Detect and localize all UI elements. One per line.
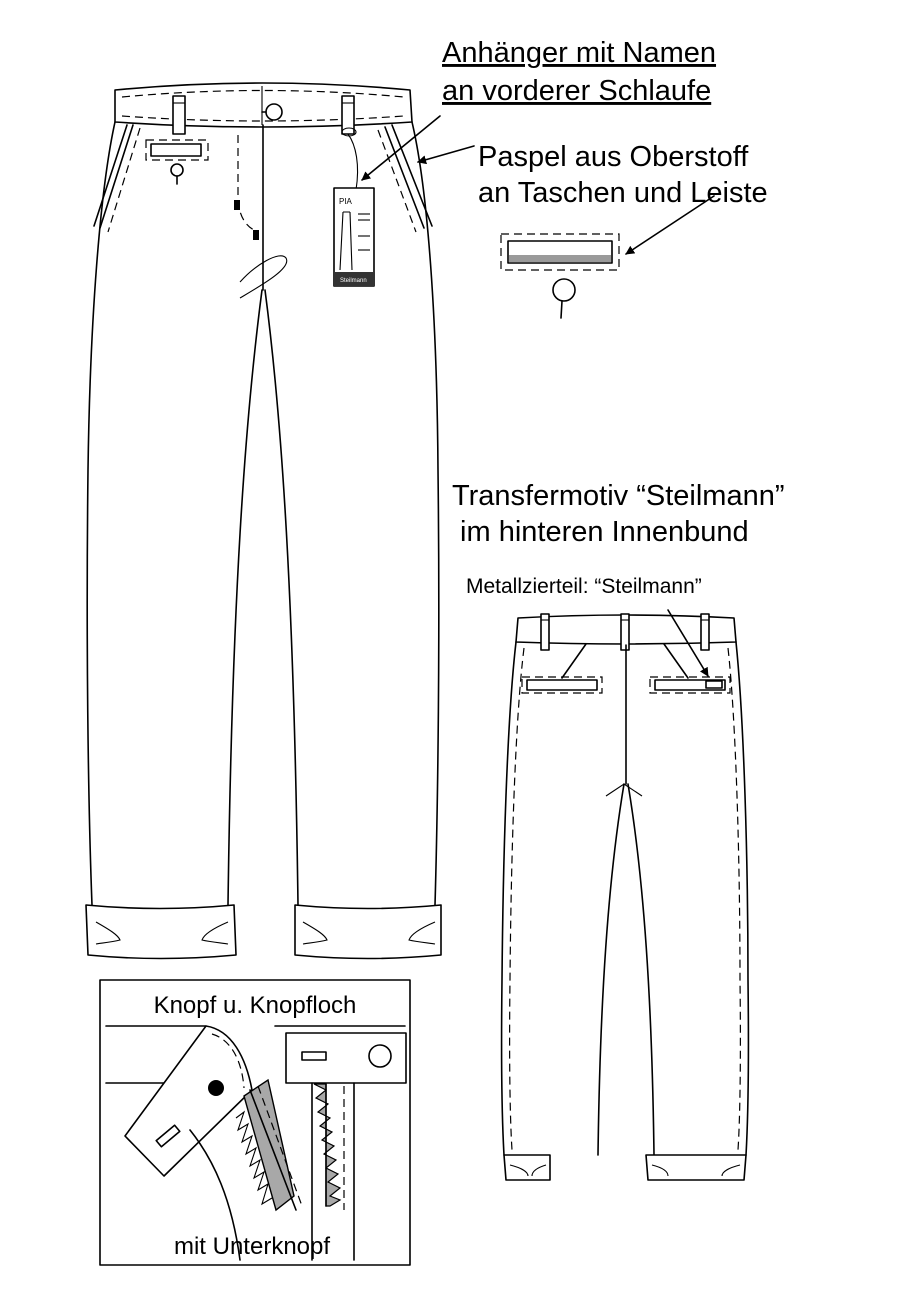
button-band-hole — [301, 1051, 327, 1061]
vertical-zipper — [313, 1083, 342, 1207]
back-outseam-left — [500, 641, 517, 1156]
piping-pointer-arrow — [417, 145, 475, 165]
piping-detail — [500, 233, 620, 319]
metal-ornament — [705, 680, 723, 689]
front-outseam-right — [411, 121, 440, 906]
front-waistband — [114, 82, 413, 128]
waistband-button — [265, 103, 283, 121]
detail-box-caption: mit Unterknopf — [174, 1233, 330, 1260]
front-inseam-right — [264, 289, 299, 906]
waistband-extension — [124, 1025, 253, 1177]
tag-label-line2: an vorderer Schlaufe — [442, 75, 711, 107]
front-coin-pocket — [150, 143, 202, 157]
front-belt-loop-left — [172, 95, 186, 135]
back-pocket-left — [526, 679, 598, 691]
name-hang-tag: PIA Steilmann — [333, 187, 375, 287]
transfer-label-line1: Transfermotiv “Steilmann” — [452, 480, 785, 512]
metal-pointer-arrow — [667, 609, 709, 677]
transfer-label-line2: im hinteren Innenbund — [452, 516, 749, 548]
detail-box-title: Knopf u. Knopfloch — [154, 992, 357, 1019]
piping-label-line1: Paspel aus Oberstoff — [478, 141, 749, 173]
front-cuff-left — [85, 904, 237, 960]
back-outseam-right — [735, 641, 750, 1156]
button-detail-box: Knopf u. Knopfloch mit Unterknopf — [99, 979, 411, 1266]
under-button — [208, 1080, 224, 1096]
hang-tag-brand: Steilmann — [340, 278, 367, 284]
zipper-band — [243, 1078, 295, 1212]
piping-detail-arrow — [625, 195, 715, 255]
hang-tag-name: PIA — [339, 197, 353, 206]
buttonhole — [155, 1124, 181, 1148]
front-cuff-right — [294, 904, 442, 960]
button-band-button — [368, 1044, 392, 1068]
back-pocket-right — [654, 679, 726, 691]
front-inseam-left — [227, 289, 263, 906]
back-view-trousers — [500, 609, 750, 1181]
front-view-trousers — [85, 82, 442, 960]
tag-pointer-arrow — [361, 115, 441, 181]
front-outseam-left — [86, 121, 116, 906]
piping-label-line2: an Taschen und Leiste — [478, 177, 768, 209]
metal-label: Metallzierteil: “Steilmann” — [466, 575, 702, 598]
tag-label-line1: Anhänger mit Namen — [442, 37, 716, 69]
coin-pocket-button — [170, 163, 184, 177]
